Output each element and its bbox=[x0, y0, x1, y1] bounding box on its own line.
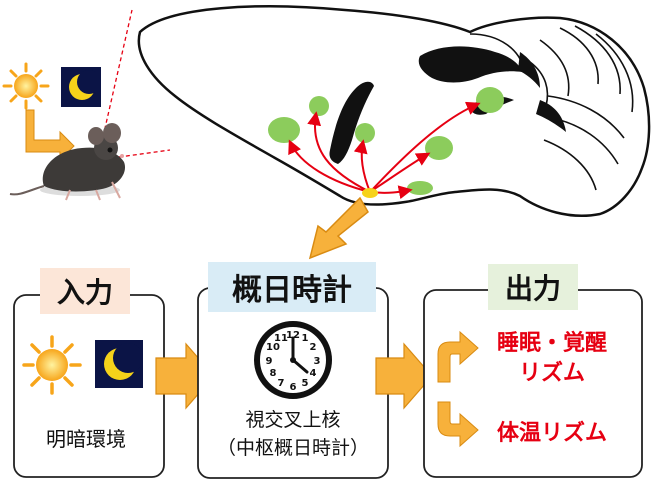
input-box: 入力 明暗環境 bbox=[13, 268, 165, 478]
output-box: 出力 睡眠・覚醒 リズム 体温リズム bbox=[423, 264, 643, 478]
brain-section bbox=[137, 5, 651, 218]
clock-label-line2: （中枢概日時計） bbox=[217, 437, 369, 459]
svg-text:11: 11 bbox=[274, 333, 288, 344]
arrow-icon bbox=[437, 401, 479, 448]
projection-arrows bbox=[288, 101, 481, 200]
svg-text:12: 12 bbox=[286, 330, 300, 341]
svg-text:5: 5 bbox=[302, 378, 309, 389]
clock-header-bg bbox=[208, 262, 376, 312]
sun-icon bbox=[22, 335, 82, 395]
moon-icon bbox=[61, 67, 101, 107]
arrow-icon bbox=[437, 330, 479, 383]
mouse-image bbox=[9, 123, 126, 201]
output-item1-line2: リズム bbox=[519, 360, 585, 386]
svg-text:2: 2 bbox=[310, 342, 317, 353]
svg-text:6: 6 bbox=[290, 382, 297, 393]
input-label: 明暗環境 bbox=[46, 427, 126, 451]
input-header-bg bbox=[40, 268, 130, 314]
output-header-bg bbox=[488, 264, 578, 310]
scn-dot bbox=[362, 188, 378, 198]
scn-to-clock-arrow bbox=[308, 196, 369, 260]
svg-text:4: 4 bbox=[310, 368, 317, 379]
svg-text:7: 7 bbox=[278, 378, 285, 389]
svg-text:10: 10 bbox=[266, 342, 280, 353]
moon-icon bbox=[95, 340, 143, 388]
clock-box: 概日時計 12 1 2 3 4 5 6 7 8 9 10 11 視交叉上核 （中… bbox=[197, 262, 389, 479]
svg-text:1: 1 bbox=[302, 333, 309, 344]
clock-label-line1: 視交叉上核 bbox=[245, 409, 340, 431]
clock-header: 概日時計 bbox=[232, 273, 352, 308]
output-item1-line1: 睡眠・覚醒 bbox=[497, 330, 607, 356]
sun-icon bbox=[2, 62, 50, 110]
light-input-arrow bbox=[25, 109, 75, 162]
brain-target-regions bbox=[268, 87, 504, 195]
output-header: 出力 bbox=[505, 272, 561, 305]
svg-text:3: 3 bbox=[314, 356, 321, 367]
output-item2: 体温リズム bbox=[497, 420, 607, 446]
input-header: 入力 bbox=[57, 276, 113, 309]
arrow-icon bbox=[375, 342, 433, 410]
clock-icon: 12 1 2 3 4 5 6 7 8 9 10 11 bbox=[254, 321, 332, 399]
svg-text:8: 8 bbox=[270, 368, 277, 379]
svg-text:9: 9 bbox=[266, 356, 273, 367]
